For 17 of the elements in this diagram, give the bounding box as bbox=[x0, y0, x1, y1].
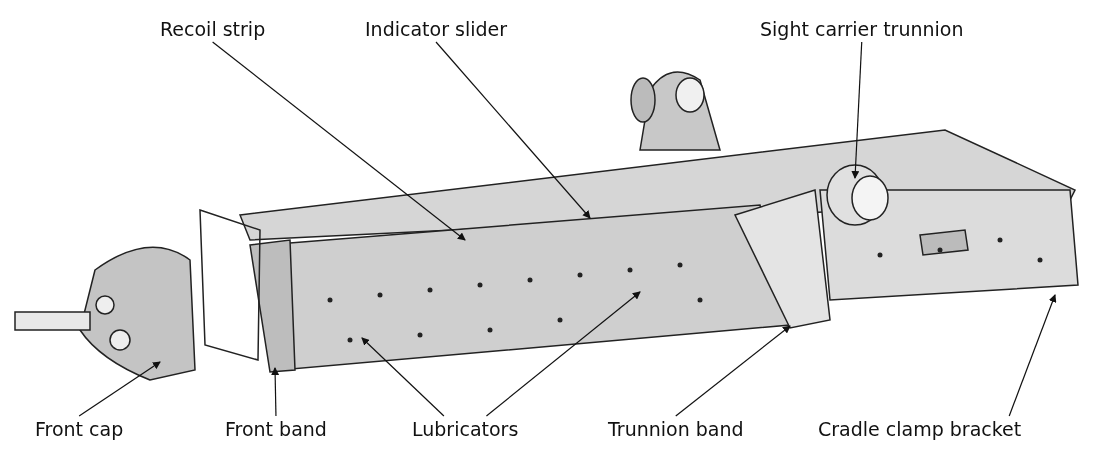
leader-line bbox=[435, 41, 591, 219]
leader-line bbox=[485, 291, 641, 417]
part-label: Front band bbox=[225, 418, 327, 440]
part-label: Indicator slider bbox=[365, 18, 508, 40]
part-label: Front cap bbox=[35, 418, 124, 440]
leader-line bbox=[361, 337, 445, 417]
leader-line bbox=[78, 361, 161, 417]
part-label: Sight carrier trunnion bbox=[760, 18, 964, 40]
part-label: Trunnion band bbox=[608, 418, 744, 440]
leader-line bbox=[851, 41, 863, 179]
part-label: Cradle clamp bracket bbox=[818, 418, 1022, 440]
leader-line bbox=[1008, 294, 1057, 417]
leader-line bbox=[212, 41, 466, 241]
part-label: Lubricators bbox=[412, 418, 519, 440]
leader-line bbox=[675, 325, 791, 417]
leader-line bbox=[271, 367, 280, 417]
part-label: Recoil strip bbox=[160, 18, 266, 40]
